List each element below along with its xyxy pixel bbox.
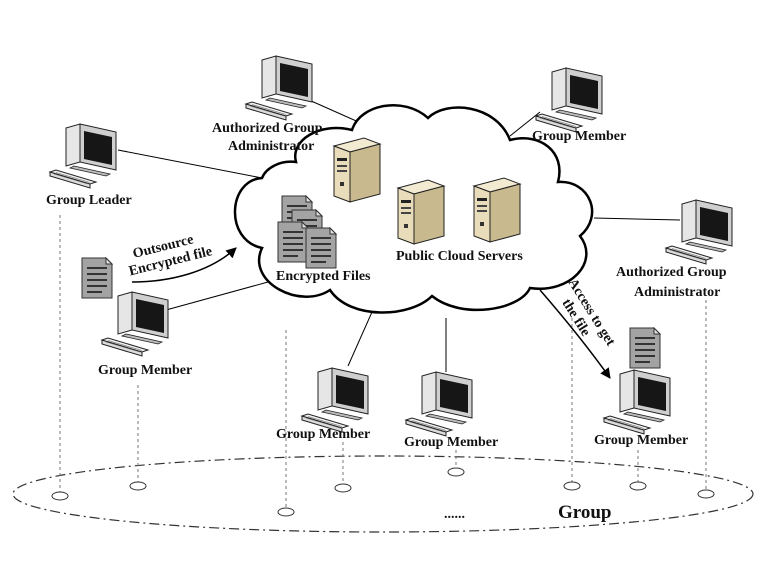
outsource-label: Outsource Encrypted file	[127, 232, 213, 279]
group-leader-computer-icon	[49, 123, 117, 189]
member-bottom-2-label: Group Member	[404, 435, 498, 450]
cloud-label: Public Cloud Servers	[396, 249, 523, 264]
outsource-document-icon	[81, 257, 113, 299]
group-boundary	[12, 455, 754, 533]
member-bottom-1-computer-icon	[301, 367, 369, 433]
member-bottom-2-computer-icon	[405, 371, 473, 437]
downloaded-document-icon	[629, 327, 661, 369]
admin-right-computer-icon	[665, 199, 733, 265]
ellipsis-label: ......	[444, 507, 465, 522]
encrypted-files-label: Encrypted Files	[276, 269, 371, 284]
member-bottom-1-label: Group Member	[276, 427, 370, 442]
admin-top-computer-icon	[245, 55, 313, 121]
encrypted-file-icon	[277, 221, 309, 263]
access-arrow	[539, 289, 611, 379]
group-membership-lines	[59, 215, 707, 508]
group-leader-label: Group Leader	[46, 193, 132, 208]
access-label: Access to get the file	[558, 276, 617, 349]
encrypted-file-icon	[305, 227, 337, 269]
member-left-label: Group Member	[98, 363, 192, 378]
admin-top-label-line1: Authorized Group	[212, 121, 323, 136]
member-top-right-label: Group Member	[532, 129, 626, 144]
admin-top-label-line2: Administrator	[228, 139, 314, 154]
admin-right-label-line2: Administrator	[634, 285, 720, 300]
group-nodes	[51, 467, 715, 517]
member-top-right-computer-icon	[535, 67, 603, 133]
member-left-computer-icon	[101, 291, 169, 357]
server-icon	[397, 179, 445, 245]
member-bottom-right-computer-icon	[603, 369, 671, 435]
server-icon	[473, 177, 521, 243]
outsource-arrow	[131, 247, 237, 283]
server-icon	[333, 137, 381, 203]
group-label: Group	[558, 502, 612, 523]
member-bottom-right-label: Group Member	[594, 433, 688, 448]
admin-right-label-line1: Authorized Group	[616, 265, 727, 280]
